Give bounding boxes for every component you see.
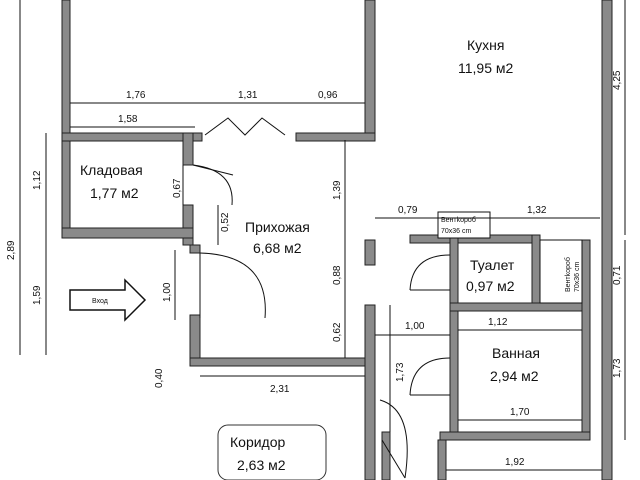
entry-door-arc [199,252,266,319]
dim-1-59: 1,59 [32,285,43,305]
dim-1-32: 1,32 [527,205,547,216]
dim-1-31: 1,31 [238,90,258,101]
wall-storage-bottom [61,227,194,239]
wall-corridor-left [364,304,376,480]
dim-0-96: 0,96 [318,90,338,101]
wall-corridor-right [437,439,447,480]
wall-left-upper [61,0,71,134]
storage-area: 1,77 м2 [90,185,139,201]
wall-kitchen-left [364,0,376,136]
wall-hall-top-right [295,132,376,142]
wall-storage-door-top [182,132,194,166]
dim-0-79: 0,79 [398,205,418,216]
vent-top-line1: Вентkороб [441,216,476,224]
dim-1-76: 1,76 [126,90,146,101]
dim-1-00-mid: 1,00 [405,321,425,332]
entrance-arrow-icon [69,278,147,322]
vent-side-line2: 70x36 cm [574,261,581,292]
wall-corridor-door-frame [381,431,391,480]
corridor-name: Коридор [230,434,286,450]
toilet-name: Туалет [470,257,515,273]
wall-bath-left [449,234,459,436]
hallway-name: Прихожая [245,219,310,235]
dim-4-25: 4,25 [612,70,623,90]
bathroom-area: 2,94 м2 [490,368,539,384]
wall-storage-left [61,132,71,229]
dim-0-62: 0,62 [332,322,343,342]
dim-1-73-right: 1,73 [612,358,623,378]
wall-entry-top [189,244,201,254]
dim-0-67: 0,67 [172,178,183,198]
wall-hall-right-mid [364,239,376,266]
dim-0-52: 0,52 [220,212,231,232]
storage-name: Кладовая [80,162,143,178]
wall-bath-bottom [439,431,591,441]
entrance-label: Вход [92,298,108,305]
toilet-area: 0,97 м2 [466,278,515,294]
bath-door-arc [409,357,451,396]
dim-1-39: 1,39 [332,180,343,200]
corridor-door-leaf [381,439,406,479]
dim-0-40: 0,40 [154,368,165,388]
dimension-lines [19,0,626,471]
dim-1-92: 1,92 [505,457,525,468]
vent-side-line1: Вентkороб [564,257,572,292]
kitchen-double-door [204,117,286,136]
corridor-door-arc [379,399,408,479]
wall-bath-right [581,239,591,441]
dim-1-12-right: 1,12 [488,317,508,328]
bathroom-name: Ванная [492,345,540,361]
wall-toilet-right [531,234,541,306]
wall-right [601,0,613,480]
storage-door-leaf [192,164,234,176]
dim-0-88: 0,88 [332,265,343,285]
dim-1-73-mid: 1,73 [395,362,406,382]
wall-storage-door-bottom [182,204,194,246]
vent-box-side [539,239,583,304]
dim-1-70: 1,70 [510,407,530,418]
wall-hall-bottom [189,357,376,367]
dim-1-12-left: 1,12 [32,170,43,190]
dim-1-58: 1,58 [118,114,138,125]
corridor-area: 2,63 м2 [237,457,286,473]
wall-storage-top [61,132,203,142]
wall-bath-top [449,302,591,312]
vent-box-top [437,211,491,239]
dim-2-31: 2,31 [270,384,290,395]
kitchen-area: 11,95 м2 [458,60,514,76]
dim-1-00-entry: 1,00 [162,282,173,302]
storage-door-arc [192,164,233,206]
corridor-callout [217,424,327,480]
dim-2-89: 2,89 [6,240,17,260]
toilet-door-arc [409,254,451,291]
vent-top-line2: 70x36 cm [441,228,472,235]
hallway-area: 6,68 м2 [253,240,302,256]
dim-0-71: 0,71 [612,265,623,285]
walls [61,0,613,480]
kitchen-name: Кухня [467,37,504,53]
